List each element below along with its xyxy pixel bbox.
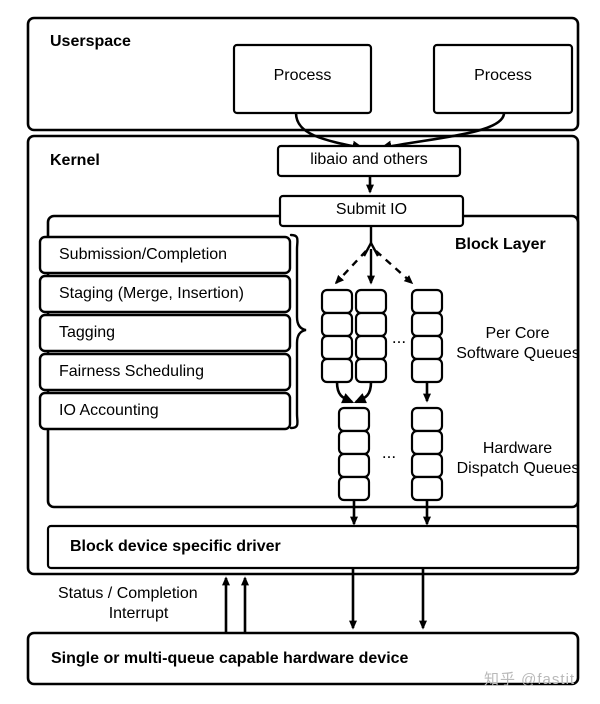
driver-label: Block device specific driver [70,538,281,555]
arrow-sw1-to-hw1 [335,381,355,404]
userspace-title: Userspace [50,33,131,50]
submit-io-label: Submit IO [335,201,408,218]
feature-box-4 [38,352,292,392]
hardware-queues-label-line2: Dispatch Queues [456,460,580,477]
arrow-process2-to-libaio [379,112,506,152]
feature-box-5 [38,391,292,431]
software-queues-label-line2: Software Queues [456,345,580,362]
status-completion-label: Status / Completion [58,585,198,602]
hardware-device-label: Single or multi-queue capable hardware d… [51,650,409,667]
arrow-to-swqueue-3 [375,250,414,285]
software-queues-label-line1: Per Core [485,325,550,342]
block-layer-title: Block Layer [455,236,546,253]
process-box-1-label: Process [273,67,332,84]
process-box-1 [232,43,373,115]
driver-box [46,524,580,570]
software-queue-column-2 [354,288,388,384]
hardware-queue-column-1 [337,406,371,502]
feature-label-3: Tagging [59,324,116,341]
kernel-title: Kernel [50,152,100,169]
arrow-sw2-to-hw1 [353,381,373,404]
process-box-2-label: Process [474,67,532,84]
feature-label-1: Submission/Completion [59,246,228,263]
feature-label-2: Staging (Merge, Insertion) [59,285,244,302]
software-queue-column-3 [410,288,444,384]
interrupt-label: Interrupt [108,605,169,622]
software-queue-column-1 [320,288,354,384]
feature-box-3 [38,313,292,353]
feature-label-4: Fairness Scheduling [59,363,204,380]
hardware-queue-column-2 [410,406,444,502]
libaio-label: libaio and others [310,151,428,168]
feature-box-1 [38,235,292,275]
feature-box-2 [38,274,292,314]
software-queue-ellipsis: ... [391,328,407,347]
feature-group-brace [289,233,307,430]
hardware-queues-label-line1: Hardware [482,440,553,457]
watermark: 知乎 @fastit [484,671,576,688]
hardware-device-container [26,631,580,686]
feature-label-5: IO Accounting [59,402,159,419]
hardware-queue-ellipsis: ... [381,443,397,462]
